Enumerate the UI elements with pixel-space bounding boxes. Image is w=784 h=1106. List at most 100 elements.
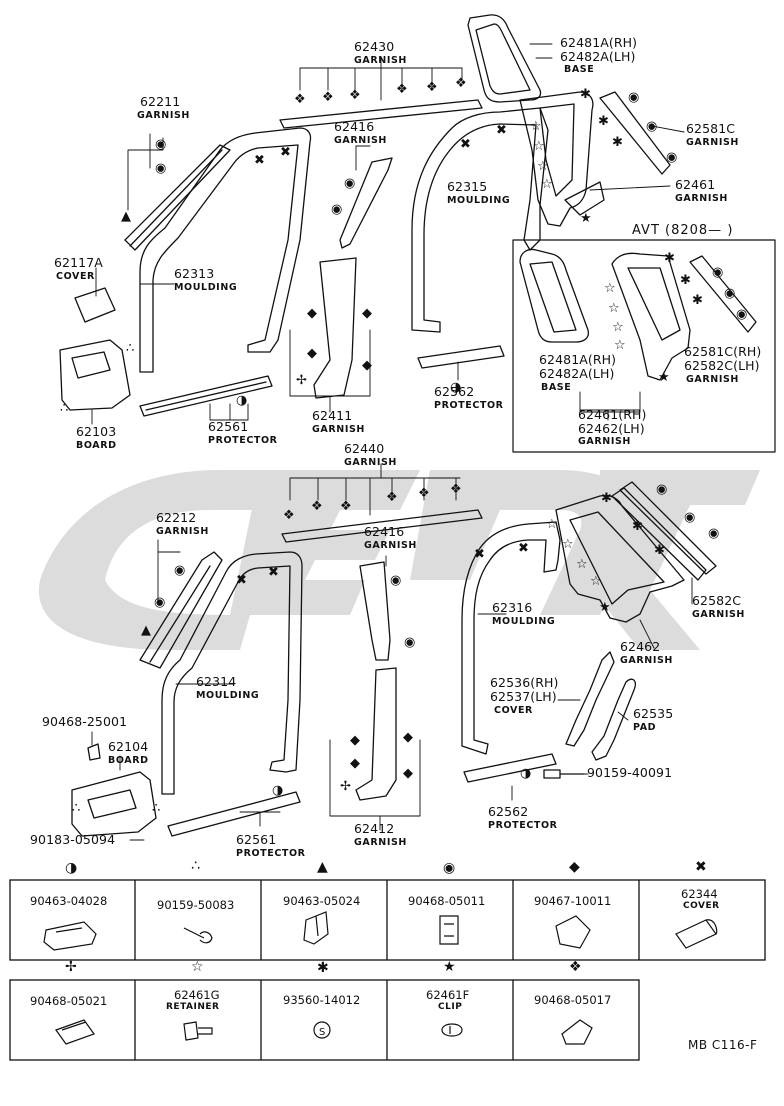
boxed-diamond-icon: ◆ bbox=[569, 859, 580, 875]
outline-star-icon: ☆ bbox=[576, 557, 588, 572]
label-62537: 62537(LH) bbox=[490, 689, 557, 704]
door-opening-moulding-62314 bbox=[161, 551, 303, 795]
avt-quarter-base bbox=[519, 248, 590, 343]
outline-star-icon: ☆ bbox=[590, 574, 602, 589]
label-62117a-name: COVER bbox=[56, 271, 95, 282]
screw-90159-40091 bbox=[543, 769, 585, 779]
circled-triangle-icon: ▲ bbox=[121, 209, 131, 224]
part-90467-10011-sketch bbox=[555, 915, 591, 949]
label-62316: 62316 bbox=[492, 600, 533, 615]
quad-diamond-icon: ❖ bbox=[283, 508, 295, 523]
quad-diamond-icon: ❖ bbox=[450, 482, 462, 497]
quarter-outer-garnish-62582c bbox=[619, 481, 717, 575]
label-62103-name: BOARD bbox=[76, 440, 117, 451]
outline-star-icon: ☆ bbox=[546, 517, 558, 532]
outline-star-icon: ☆ bbox=[562, 537, 574, 552]
circled-ring-icon: ◉ bbox=[344, 176, 355, 191]
label-avt-base: BASE bbox=[541, 382, 572, 393]
label-62481a-name: BASE bbox=[564, 64, 595, 75]
label-62412-name: GARNISH bbox=[354, 837, 407, 848]
label-avt-62581c: 62581C(RH) bbox=[684, 344, 762, 359]
circled-ring-icon: ◉ bbox=[154, 595, 165, 610]
quad-diamond-icon: ❖ bbox=[455, 76, 467, 91]
label-avt-62481a: 62481A(RH) bbox=[539, 352, 617, 367]
boxed-diamond-icon: ◆ bbox=[307, 346, 317, 361]
half-circle-icon: ◑ bbox=[65, 860, 78, 876]
outline-star-icon: ☆ bbox=[614, 338, 626, 353]
part-90159-50083-sketch bbox=[183, 927, 213, 944]
cross-blocks-icon: ✖ bbox=[254, 153, 265, 168]
quad-diamond-icon: ❖ bbox=[311, 499, 323, 514]
center-pillar-lower-garnish-62411 bbox=[313, 257, 357, 399]
label-62562-lower-name: PROTECTOR bbox=[488, 820, 558, 831]
quarter-garnish-62461 bbox=[519, 91, 605, 227]
legend-part-90468-05011: 90468-05011 bbox=[408, 894, 486, 908]
asterisk-icon: ✱ bbox=[580, 87, 591, 102]
label-avt-62582c: 62582C(LH) bbox=[684, 358, 760, 373]
label-62440-name: GARNISH bbox=[344, 457, 397, 468]
legend-part-90468-05017: 90468-05017 bbox=[534, 993, 612, 1007]
s-marker-glyph: S bbox=[319, 1027, 325, 1038]
label-62313-name: MOULDING bbox=[174, 282, 238, 293]
cross-blocks-icon: ✖ bbox=[236, 573, 247, 588]
label-62416-upper-name: GARNISH bbox=[334, 135, 387, 146]
label-62562-upper-name: PROTECTOR bbox=[434, 400, 504, 411]
cover-62344-sketch bbox=[675, 919, 718, 949]
cross-blocks-icon: ✖ bbox=[460, 137, 471, 152]
boxed-diamond-icon: ◆ bbox=[350, 756, 360, 771]
avt-quarter-garnish bbox=[611, 252, 691, 381]
boxed-diamond-icon: ◆ bbox=[362, 358, 372, 373]
boxed-diamond-icon: ◆ bbox=[403, 766, 413, 781]
scuff-protector-62561 bbox=[139, 375, 273, 417]
quad-diamond-icon: ❖ bbox=[349, 88, 361, 103]
label-avt-62462: 62462(LH) bbox=[578, 421, 645, 436]
label-62212-name: GARNISH bbox=[156, 526, 209, 537]
half-circle-icon: ◑ bbox=[272, 783, 283, 798]
pinwheel-icon: ✢ bbox=[296, 373, 307, 388]
label-62461: 62461 bbox=[675, 177, 716, 192]
part-90468-05011-sketch bbox=[439, 915, 459, 945]
circled-ring-icon: ◉ bbox=[174, 563, 185, 578]
legend-part-90463-04028: 90463-04028 bbox=[30, 894, 108, 908]
solid-star-icon: ★ bbox=[580, 211, 592, 226]
cross-blocks-icon: ✖ bbox=[695, 859, 707, 875]
label-62411-name: GARNISH bbox=[312, 424, 365, 435]
quad-diamond-icon: ❖ bbox=[386, 490, 398, 505]
quad-diamond-icon: ❖ bbox=[396, 82, 408, 97]
kick-board-62104 bbox=[71, 771, 157, 837]
label-62104-name: BOARD bbox=[108, 755, 149, 766]
quad-diamond-icon: ❖ bbox=[569, 959, 582, 975]
label-62582c: 62582C bbox=[692, 593, 742, 608]
legend-part-93560-14012: 93560-14012 bbox=[283, 993, 361, 1007]
legend-part-90159-50083: 90159-50083 bbox=[157, 898, 235, 912]
circled-triangle-icon: ▲ bbox=[317, 859, 328, 875]
quad-diamond-icon: ❖ bbox=[340, 499, 352, 514]
legend-name-62461f: CLIP bbox=[438, 1002, 463, 1012]
legend-part-62344: 62344 bbox=[681, 887, 718, 901]
pinwheel-icon: ✢ bbox=[340, 779, 351, 794]
avt-outer-garnish bbox=[689, 255, 757, 333]
label-62416-lower-name: GARNISH bbox=[364, 540, 417, 551]
boxed-diamond-icon: ◆ bbox=[307, 306, 317, 321]
label-62430-name: GARNISH bbox=[354, 55, 407, 66]
cross-blocks-icon: ✖ bbox=[268, 565, 279, 580]
boxed-diamond-icon: ◆ bbox=[362, 306, 372, 321]
circled-ring-icon: ◉ bbox=[646, 119, 657, 134]
label-62582c-name: GARNISH bbox=[692, 609, 745, 620]
label-62561-lower-name: PROTECTOR bbox=[236, 848, 306, 859]
circled-ring-icon: ◉ bbox=[736, 307, 747, 322]
label-62411: 62411 bbox=[312, 408, 353, 423]
retainer-62461g-sketch bbox=[183, 1021, 213, 1041]
rear-door-moulding-62315 bbox=[411, 107, 549, 333]
label-90159-40091: 90159-40091 bbox=[587, 765, 673, 780]
label-62561-upper: 62561 bbox=[208, 419, 249, 434]
cover-62117a bbox=[74, 287, 116, 323]
label-62416-upper: 62416 bbox=[334, 119, 375, 134]
circled-ring-icon: ◉ bbox=[724, 286, 735, 301]
quarter-outer-garnish-62581c bbox=[599, 91, 671, 175]
label-90183-05094: 90183-05094 bbox=[30, 832, 116, 847]
scuff-protector-62561-lower bbox=[167, 791, 301, 837]
rear-door-moulding-62316 bbox=[461, 521, 561, 755]
pad-62535 bbox=[591, 678, 636, 761]
part-90468-05021-sketch bbox=[55, 1019, 95, 1045]
